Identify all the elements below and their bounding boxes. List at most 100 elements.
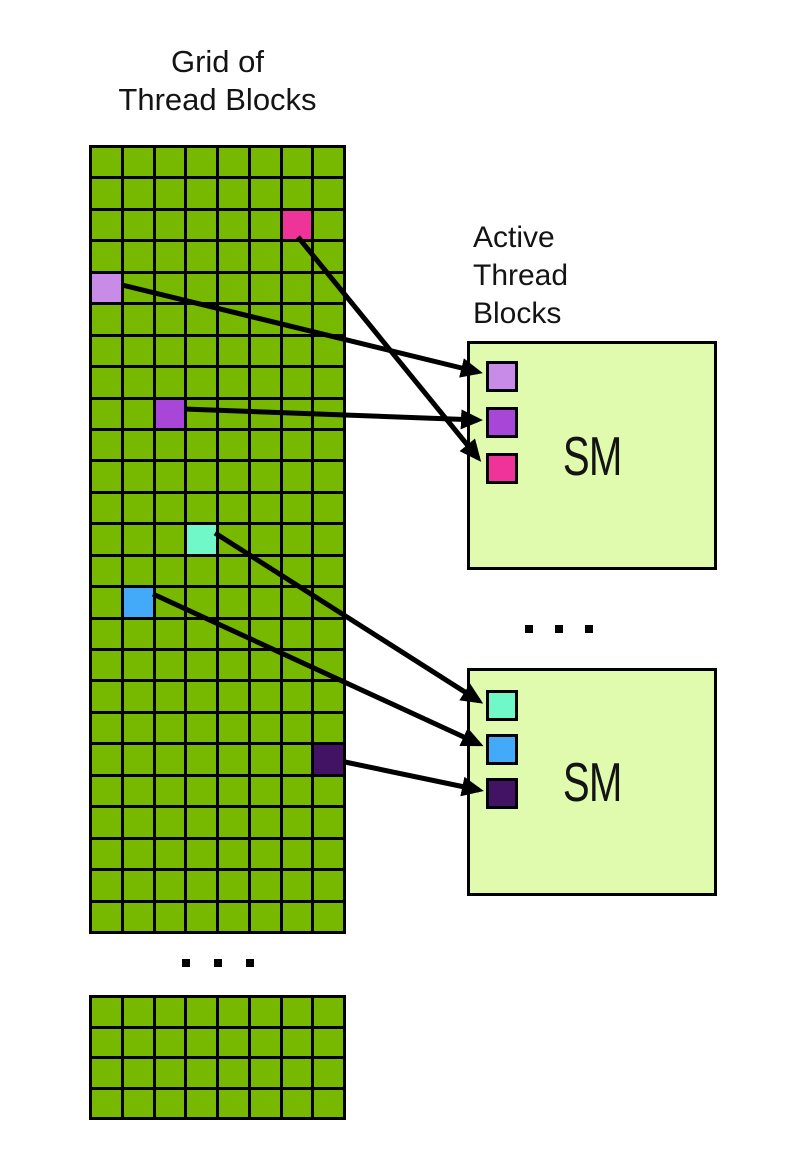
grid-ellipsis xyxy=(89,954,346,972)
grid-cell xyxy=(123,776,153,806)
grid-cell xyxy=(92,619,121,649)
grid-cell xyxy=(123,1028,153,1056)
grid-cell xyxy=(282,242,312,271)
grid-cell xyxy=(219,871,248,900)
grid-cell xyxy=(282,179,312,208)
grid-cell xyxy=(92,210,121,240)
ellipsis-dot xyxy=(213,959,222,967)
grid-cell xyxy=(92,1059,121,1087)
grid-cell xyxy=(123,462,153,491)
grid-cell xyxy=(282,998,312,1026)
grid-cell xyxy=(219,619,248,649)
grid-cell xyxy=(250,1028,280,1056)
grid-cell xyxy=(314,651,343,680)
grid-cell xyxy=(282,808,312,837)
grid-cell xyxy=(155,871,185,900)
grid-cell xyxy=(155,273,185,303)
grid-cell xyxy=(219,430,248,460)
grid-cell xyxy=(92,525,121,554)
grid-cell xyxy=(187,808,216,837)
grid-cell xyxy=(155,776,185,806)
grid-cell xyxy=(92,1089,121,1117)
grid-cell xyxy=(314,1028,343,1056)
grid-cell xyxy=(155,1089,185,1117)
grid-cell xyxy=(92,588,121,617)
grid-cell xyxy=(123,430,153,460)
grid-cell xyxy=(250,682,280,711)
grid-cell xyxy=(314,713,343,743)
grid-cell xyxy=(282,713,312,743)
grid-cell xyxy=(219,148,248,177)
grid-title-line2: Thread Blocks xyxy=(118,82,317,117)
grid-cell xyxy=(282,273,312,303)
grid-cell xyxy=(250,839,280,869)
grid-cell xyxy=(155,682,185,711)
grid-cell xyxy=(219,336,248,366)
grid-cell xyxy=(219,556,248,586)
grid-cell xyxy=(123,493,153,523)
active-block-cyan xyxy=(486,690,518,721)
grid-cell xyxy=(123,651,153,680)
grid-cell xyxy=(187,902,216,931)
grid-cell xyxy=(314,588,343,617)
grid-cell xyxy=(219,273,248,303)
grid-cell xyxy=(250,902,280,931)
grid-cell xyxy=(187,179,216,208)
grid-cell xyxy=(187,493,216,523)
grid-cell xyxy=(314,776,343,806)
grid-cell xyxy=(155,713,185,743)
grid-cell xyxy=(187,1089,216,1117)
grid-cell xyxy=(219,682,248,711)
grid-cell xyxy=(219,399,248,428)
grid-cell xyxy=(282,148,312,177)
grid-cell xyxy=(187,399,216,428)
grid-cell xyxy=(219,462,248,491)
grid-cell xyxy=(219,1059,248,1087)
grid-cell xyxy=(123,179,153,208)
grid-cell xyxy=(314,148,343,177)
grid-cell xyxy=(314,273,343,303)
grid-cell xyxy=(250,430,280,460)
grid-cell xyxy=(250,525,280,554)
grid-cell xyxy=(155,525,185,554)
grid-cell xyxy=(187,462,216,491)
grid-cell xyxy=(282,871,312,900)
grid-cell xyxy=(250,179,280,208)
grid-cell xyxy=(123,242,153,271)
grid-cell xyxy=(123,525,153,554)
grid-cell xyxy=(314,462,343,491)
grid-cell xyxy=(155,210,185,240)
grid-cell xyxy=(92,493,121,523)
grid-cell xyxy=(250,493,280,523)
sm-box-2: SM xyxy=(467,668,717,896)
grid-cell xyxy=(155,430,185,460)
grid-cell xyxy=(314,525,343,554)
grid-cell xyxy=(282,902,312,931)
grid-cell-purple xyxy=(155,399,185,428)
grid-cell-violet xyxy=(92,273,121,303)
grid-cell xyxy=(314,179,343,208)
grid-cell xyxy=(155,493,185,523)
grid-cell xyxy=(219,998,248,1026)
grid-cell xyxy=(250,336,280,366)
grid-cell xyxy=(187,242,216,271)
grid-cell xyxy=(250,305,280,334)
grid-cell xyxy=(219,713,248,743)
grid-cell xyxy=(219,651,248,680)
grid-title: Grid of Thread Blocks xyxy=(89,43,346,119)
grid-cell xyxy=(187,745,216,774)
sm-1-label: SM xyxy=(562,424,622,487)
grid-cell xyxy=(123,871,153,900)
grid-cell xyxy=(219,902,248,931)
ellipsis-dot xyxy=(555,625,563,633)
grid-cell xyxy=(155,619,185,649)
grid-cell xyxy=(282,305,312,334)
grid-cell xyxy=(92,148,121,177)
grid-cell xyxy=(282,1089,312,1117)
grid-cell xyxy=(187,651,216,680)
grid-cell xyxy=(282,462,312,491)
grid-cell xyxy=(92,1028,121,1056)
grid-cell xyxy=(250,651,280,680)
grid-cell xyxy=(219,745,248,774)
grid-cell xyxy=(314,682,343,711)
